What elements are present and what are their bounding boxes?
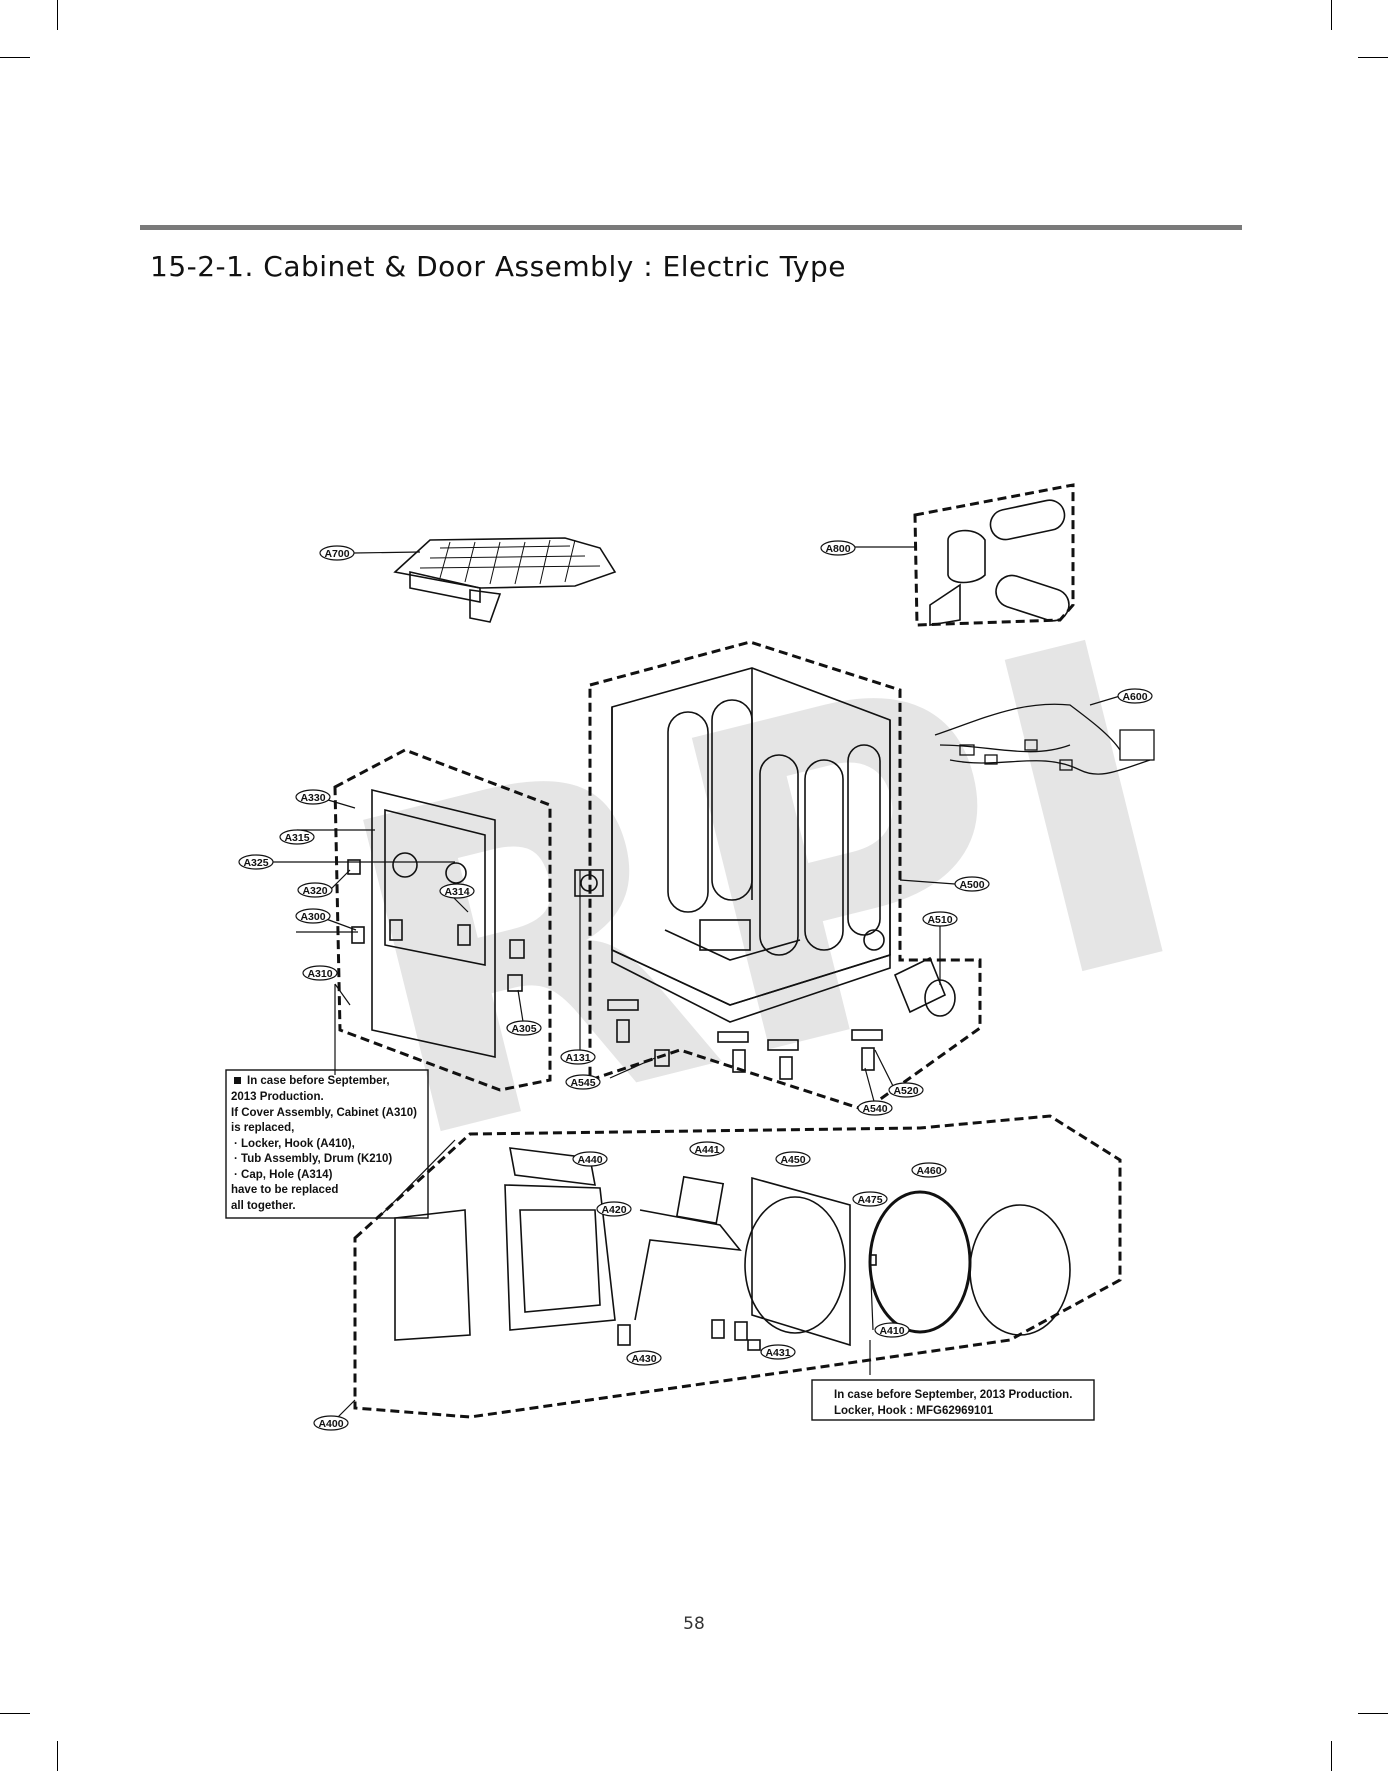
page-number: 58 <box>683 1614 705 1634</box>
callout-a441: A441 <box>694 1144 719 1156</box>
crop-mark <box>1358 1713 1388 1714</box>
callout-a545: A545 <box>570 1077 595 1089</box>
callout-a460: A460 <box>916 1165 941 1177</box>
note-box-left <box>225 1069 429 1219</box>
group-outline <box>333 483 1122 1419</box>
callout-a400: A400 <box>318 1418 343 1430</box>
callout-a510: A510 <box>927 914 952 926</box>
callout-a305: A305 <box>511 1023 536 1035</box>
callout-a800: A800 <box>825 543 850 555</box>
callout-a310: A310 <box>307 968 332 980</box>
crop-mark <box>1331 1741 1332 1771</box>
callout-a300: A300 <box>300 911 325 923</box>
note-left-line: If Cover Assembly, Cabinet (A310) <box>231 1107 417 1119</box>
note-left-line: · Tub Assembly, Drum (K210) <box>234 1153 392 1165</box>
crop-mark <box>0 1713 30 1714</box>
callout-a131: A131 <box>565 1052 590 1064</box>
crop-mark <box>1358 57 1388 58</box>
exhaust-duct <box>929 499 1070 626</box>
callout-a475: A475 <box>857 1194 882 1206</box>
callout-a500: A500 <box>959 879 984 891</box>
crop-mark <box>57 1741 58 1771</box>
leader-lines <box>268 546 1121 1421</box>
callout-a410: A410 <box>879 1325 904 1337</box>
callout-a540: A540 <box>862 1103 887 1115</box>
callout-a600: A600 <box>1122 691 1147 703</box>
note-right-line: Locker, Hook : MFG62969101 <box>834 1405 994 1417</box>
note-left-line: In case before September, <box>247 1075 390 1087</box>
note-left-line: is replaced, <box>231 1122 294 1134</box>
callout-a314: A314 <box>444 886 469 898</box>
dryer-rack <box>393 537 617 623</box>
bullet-square-icon <box>234 1077 241 1084</box>
wire-harness <box>934 703 1155 775</box>
crop-mark <box>1331 0 1332 30</box>
callout-a320: A320 <box>302 885 327 897</box>
callout-a450: A450 <box>780 1154 805 1166</box>
callout-a420: A420 <box>601 1204 626 1216</box>
note-left-line: · Cap, Hole (A314) <box>234 1169 333 1181</box>
callout-labels: A700 A800 A600 A500 A510 A330 A315 A325 … <box>238 540 1153 1431</box>
note-right-line: In case before September, 2013 Productio… <box>834 1389 1072 1401</box>
note-left-line: all together. <box>231 1200 296 1212</box>
cabinet-front-panel <box>347 788 604 1058</box>
callout-a440: A440 <box>577 1154 602 1166</box>
callout-a315: A315 <box>284 832 309 844</box>
header-rule <box>140 225 1242 230</box>
note-box-right <box>811 1379 1095 1421</box>
callout-a330: A330 <box>300 792 325 804</box>
callout-a700: A700 <box>324 548 349 560</box>
note-left: In case before September, 2013 Productio… <box>231 1075 417 1212</box>
section-title: 15-2-1. Cabinet & Door Assembly : Electr… <box>150 250 847 283</box>
callout-a431: A431 <box>765 1347 790 1359</box>
note-right: In case before September, 2013 Productio… <box>834 1389 1072 1417</box>
crop-mark <box>57 0 58 30</box>
note-left-line: · Locker, Hook (A410), <box>234 1138 355 1150</box>
crop-mark <box>0 57 30 58</box>
callout-a325: A325 <box>243 857 268 869</box>
cabinet <box>611 667 891 1023</box>
note-left-line: 2013 Production. <box>231 1091 324 1103</box>
callout-a520: A520 <box>893 1085 918 1097</box>
note-left-line: have to be replaced <box>231 1184 338 1196</box>
callout-a430: A430 <box>631 1353 656 1365</box>
